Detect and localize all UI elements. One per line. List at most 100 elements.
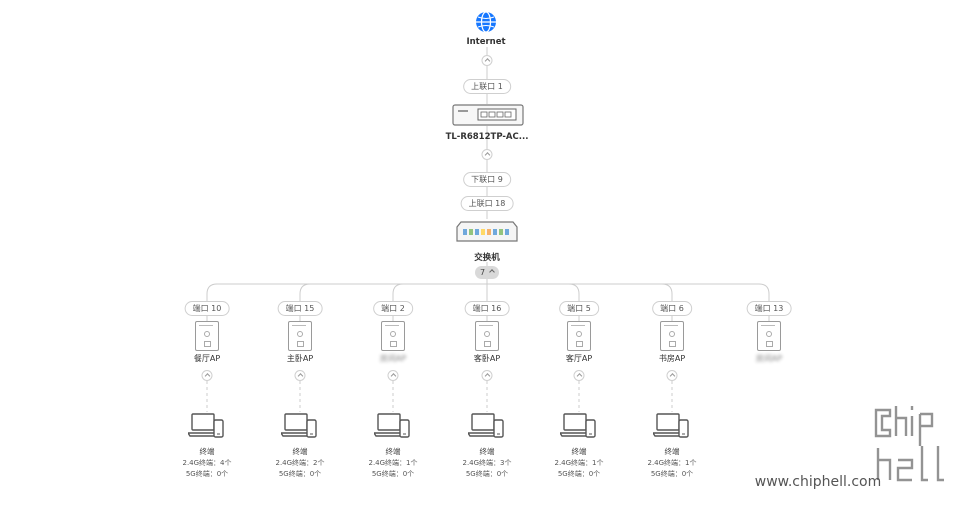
ap-name-0: 餐厅AP xyxy=(193,354,221,363)
ap-brand-mark xyxy=(292,325,306,326)
ap-led-icon xyxy=(390,331,396,337)
client-count-5g-3: 5G终端：0个 xyxy=(465,470,509,478)
internet-node[interactable] xyxy=(474,10,498,38)
ap-name-3: 客卧AP xyxy=(473,354,501,363)
ap-port-0[interactable]: 端口 10 xyxy=(184,301,230,316)
switch-uplink-port[interactable]: 上联口 18 xyxy=(460,196,514,211)
switch-children-toggle[interactable]: 7 xyxy=(475,266,499,279)
ap-led-icon xyxy=(576,331,582,337)
laptop-phone-icon xyxy=(279,413,317,438)
client-count-24g-5: 2.4G终端：1个 xyxy=(647,459,697,467)
ap-brand-mark xyxy=(479,325,493,326)
laptop-phone-icon xyxy=(651,413,689,438)
ap-port-icon xyxy=(669,341,676,347)
connector-line xyxy=(392,283,404,301)
ap-collapse-toggle[interactable] xyxy=(666,370,678,381)
ap-led-icon xyxy=(484,331,490,337)
ap-name-4: 客厅AP xyxy=(565,354,593,363)
ap-name-1: 主卧AP xyxy=(286,354,314,363)
client-devices-node[interactable] xyxy=(186,412,226,446)
ap-collapse-toggle[interactable] xyxy=(573,370,585,381)
ap-port-4[interactable]: 端口 5 xyxy=(559,301,599,316)
laptop-phone-icon xyxy=(186,413,224,438)
ap-device-icon[interactable] xyxy=(567,321,591,351)
switch-downlink-port[interactable]: 下联口 9 xyxy=(463,172,511,187)
connector-line xyxy=(206,283,218,301)
ap-device-icon[interactable] xyxy=(288,321,312,351)
ap-port-3[interactable]: 端口 16 xyxy=(464,301,510,316)
client-count-24g-4: 2.4G终端：1个 xyxy=(554,459,604,467)
client-label-2: 终端 xyxy=(385,447,401,456)
router-node[interactable] xyxy=(452,104,524,130)
ap-brand-mark xyxy=(385,325,399,326)
ap-port-5[interactable]: 端口 6 xyxy=(652,301,692,316)
ap-device-icon[interactable] xyxy=(660,321,684,351)
ap-name-6: 房间AP xyxy=(755,354,783,363)
ap-brand-mark xyxy=(199,325,213,326)
connector-line xyxy=(661,283,673,301)
ap-name-5: 书房AP xyxy=(658,354,686,363)
ap-led-icon xyxy=(297,331,303,337)
client-label-1: 终端 xyxy=(292,447,308,456)
client-devices-node[interactable] xyxy=(279,412,319,446)
ap-port-icon xyxy=(297,341,304,347)
client-count-5g-5: 5G终端：0个 xyxy=(650,470,694,478)
client-count-24g-1: 2.4G终端：2个 xyxy=(275,459,325,467)
ap-device-icon[interactable] xyxy=(475,321,499,351)
ap-collapse-toggle[interactable] xyxy=(201,370,213,381)
ap-device-icon[interactable] xyxy=(195,321,219,351)
laptop-phone-icon xyxy=(558,413,596,438)
ap-led-icon xyxy=(204,331,210,337)
client-devices-node[interactable] xyxy=(651,412,691,446)
router-name: TL-R6812TP-AC... xyxy=(445,132,529,142)
ap-brand-mark xyxy=(571,325,585,326)
ap-port-icon xyxy=(204,341,211,347)
watermark-url: www.chiphell.com xyxy=(754,474,882,490)
client-count-5g-4: 5G终端：0个 xyxy=(557,470,601,478)
ap-led-icon xyxy=(669,331,675,337)
client-count-24g-2: 2.4G终端：1个 xyxy=(368,459,418,467)
ap-port-6[interactable]: 端口 13 xyxy=(746,301,792,316)
globe-icon xyxy=(476,11,496,33)
router-uplink-port[interactable]: 上联口 1 xyxy=(463,79,511,94)
internet-collapse-toggle[interactable] xyxy=(481,55,493,66)
client-count-5g-1: 5G终端：0个 xyxy=(278,470,322,478)
client-count-24g-0: 2.4G终端：4个 xyxy=(182,459,232,467)
ap-name-2: 房间AP xyxy=(379,354,407,363)
client-label-3: 终端 xyxy=(479,447,495,456)
ap-collapse-toggle[interactable] xyxy=(387,370,399,381)
ap-device-icon[interactable] xyxy=(757,321,781,351)
laptop-phone-icon xyxy=(372,413,410,438)
router-collapse-toggle[interactable] xyxy=(481,149,493,160)
ap-port-icon xyxy=(484,341,491,347)
chiphell-logo-mark xyxy=(874,406,944,482)
ap-port-1[interactable]: 端口 15 xyxy=(277,301,323,316)
client-count-24g-3: 2.4G终端：3个 xyxy=(462,459,512,467)
connection-lines xyxy=(206,47,770,412)
chiphell-logo xyxy=(872,402,968,498)
client-label-4: 终端 xyxy=(571,447,587,456)
laptop-phone-icon xyxy=(466,413,504,438)
ap-device-icon[interactable] xyxy=(381,321,405,351)
ap-port-icon xyxy=(576,341,583,347)
ap-brand-mark xyxy=(761,325,775,326)
ap-led-icon xyxy=(766,331,772,337)
switch-node[interactable] xyxy=(455,219,519,249)
client-devices-node[interactable] xyxy=(558,412,598,446)
client-devices-node[interactable] xyxy=(466,412,506,446)
connector-line xyxy=(568,283,580,301)
ap-collapse-toggle[interactable] xyxy=(481,370,493,381)
ap-port-2[interactable]: 端口 2 xyxy=(373,301,413,316)
switch-name: 交换机 xyxy=(474,253,500,263)
chevron-up-icon xyxy=(489,269,495,275)
ap-collapse-toggle[interactable] xyxy=(294,370,306,381)
connector-line xyxy=(299,283,311,301)
client-devices-node[interactable] xyxy=(372,412,412,446)
client-count-5g-0: 5G终端：0个 xyxy=(185,470,229,478)
switch-icon xyxy=(456,221,518,242)
client-count-5g-2: 5G终端：0个 xyxy=(371,470,415,478)
ap-port-icon xyxy=(390,341,397,347)
internet-label: Internet xyxy=(466,37,506,47)
connector-line xyxy=(758,283,770,301)
